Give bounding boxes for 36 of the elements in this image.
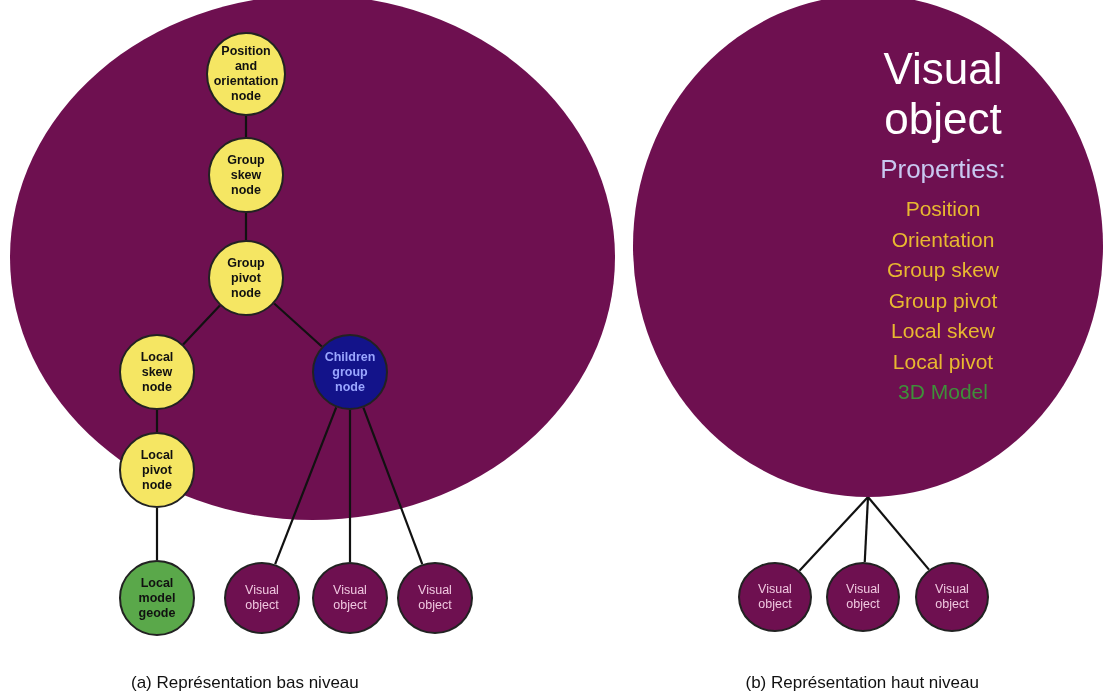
property-item: Group pivot	[888, 287, 998, 314]
connector-line	[155, 410, 159, 432]
connector-line	[273, 302, 323, 348]
node-circle: Local model geode	[119, 560, 195, 636]
caption: (a) Représentation bas niveau	[131, 673, 359, 693]
connector-line	[867, 496, 930, 571]
node-circle: Local pivot node	[119, 432, 195, 508]
node-circle: Children group node	[312, 334, 388, 410]
property-item: Local pivot	[892, 348, 994, 375]
connector-line	[863, 496, 870, 563]
connector-line	[798, 496, 869, 572]
node-circle: Visual object	[224, 562, 300, 634]
property-item: Orientation	[891, 226, 995, 253]
property-item: Local skew	[891, 318, 995, 345]
connector-line	[244, 213, 248, 240]
node-circle: Group skew node	[208, 137, 284, 213]
connector-line	[274, 407, 338, 565]
connector-line	[182, 304, 221, 346]
node-circle: Visual object	[826, 562, 900, 632]
node-circle: Visual object	[915, 562, 989, 632]
title-text: Visual object	[882, 44, 1004, 145]
properties-heading: Properties:	[880, 153, 1006, 187]
node-circle: Group pivot node	[208, 240, 284, 316]
property-item: Group skew	[886, 257, 999, 284]
node-circle: Local skew node	[119, 334, 195, 410]
caption: (b) Représentation haut niveau	[745, 673, 979, 693]
connector-line	[155, 508, 159, 560]
property-item: 3D Model	[898, 379, 988, 406]
connector-line	[244, 116, 248, 137]
connector-line	[348, 410, 352, 562]
node-circle: Visual object	[738, 562, 812, 632]
property-item: Position	[905, 196, 981, 223]
node-circle: Visual object	[397, 562, 473, 634]
connector-line	[362, 407, 424, 565]
node-circle: Position and orientation node	[206, 32, 286, 116]
node-circle: Visual object	[312, 562, 388, 634]
